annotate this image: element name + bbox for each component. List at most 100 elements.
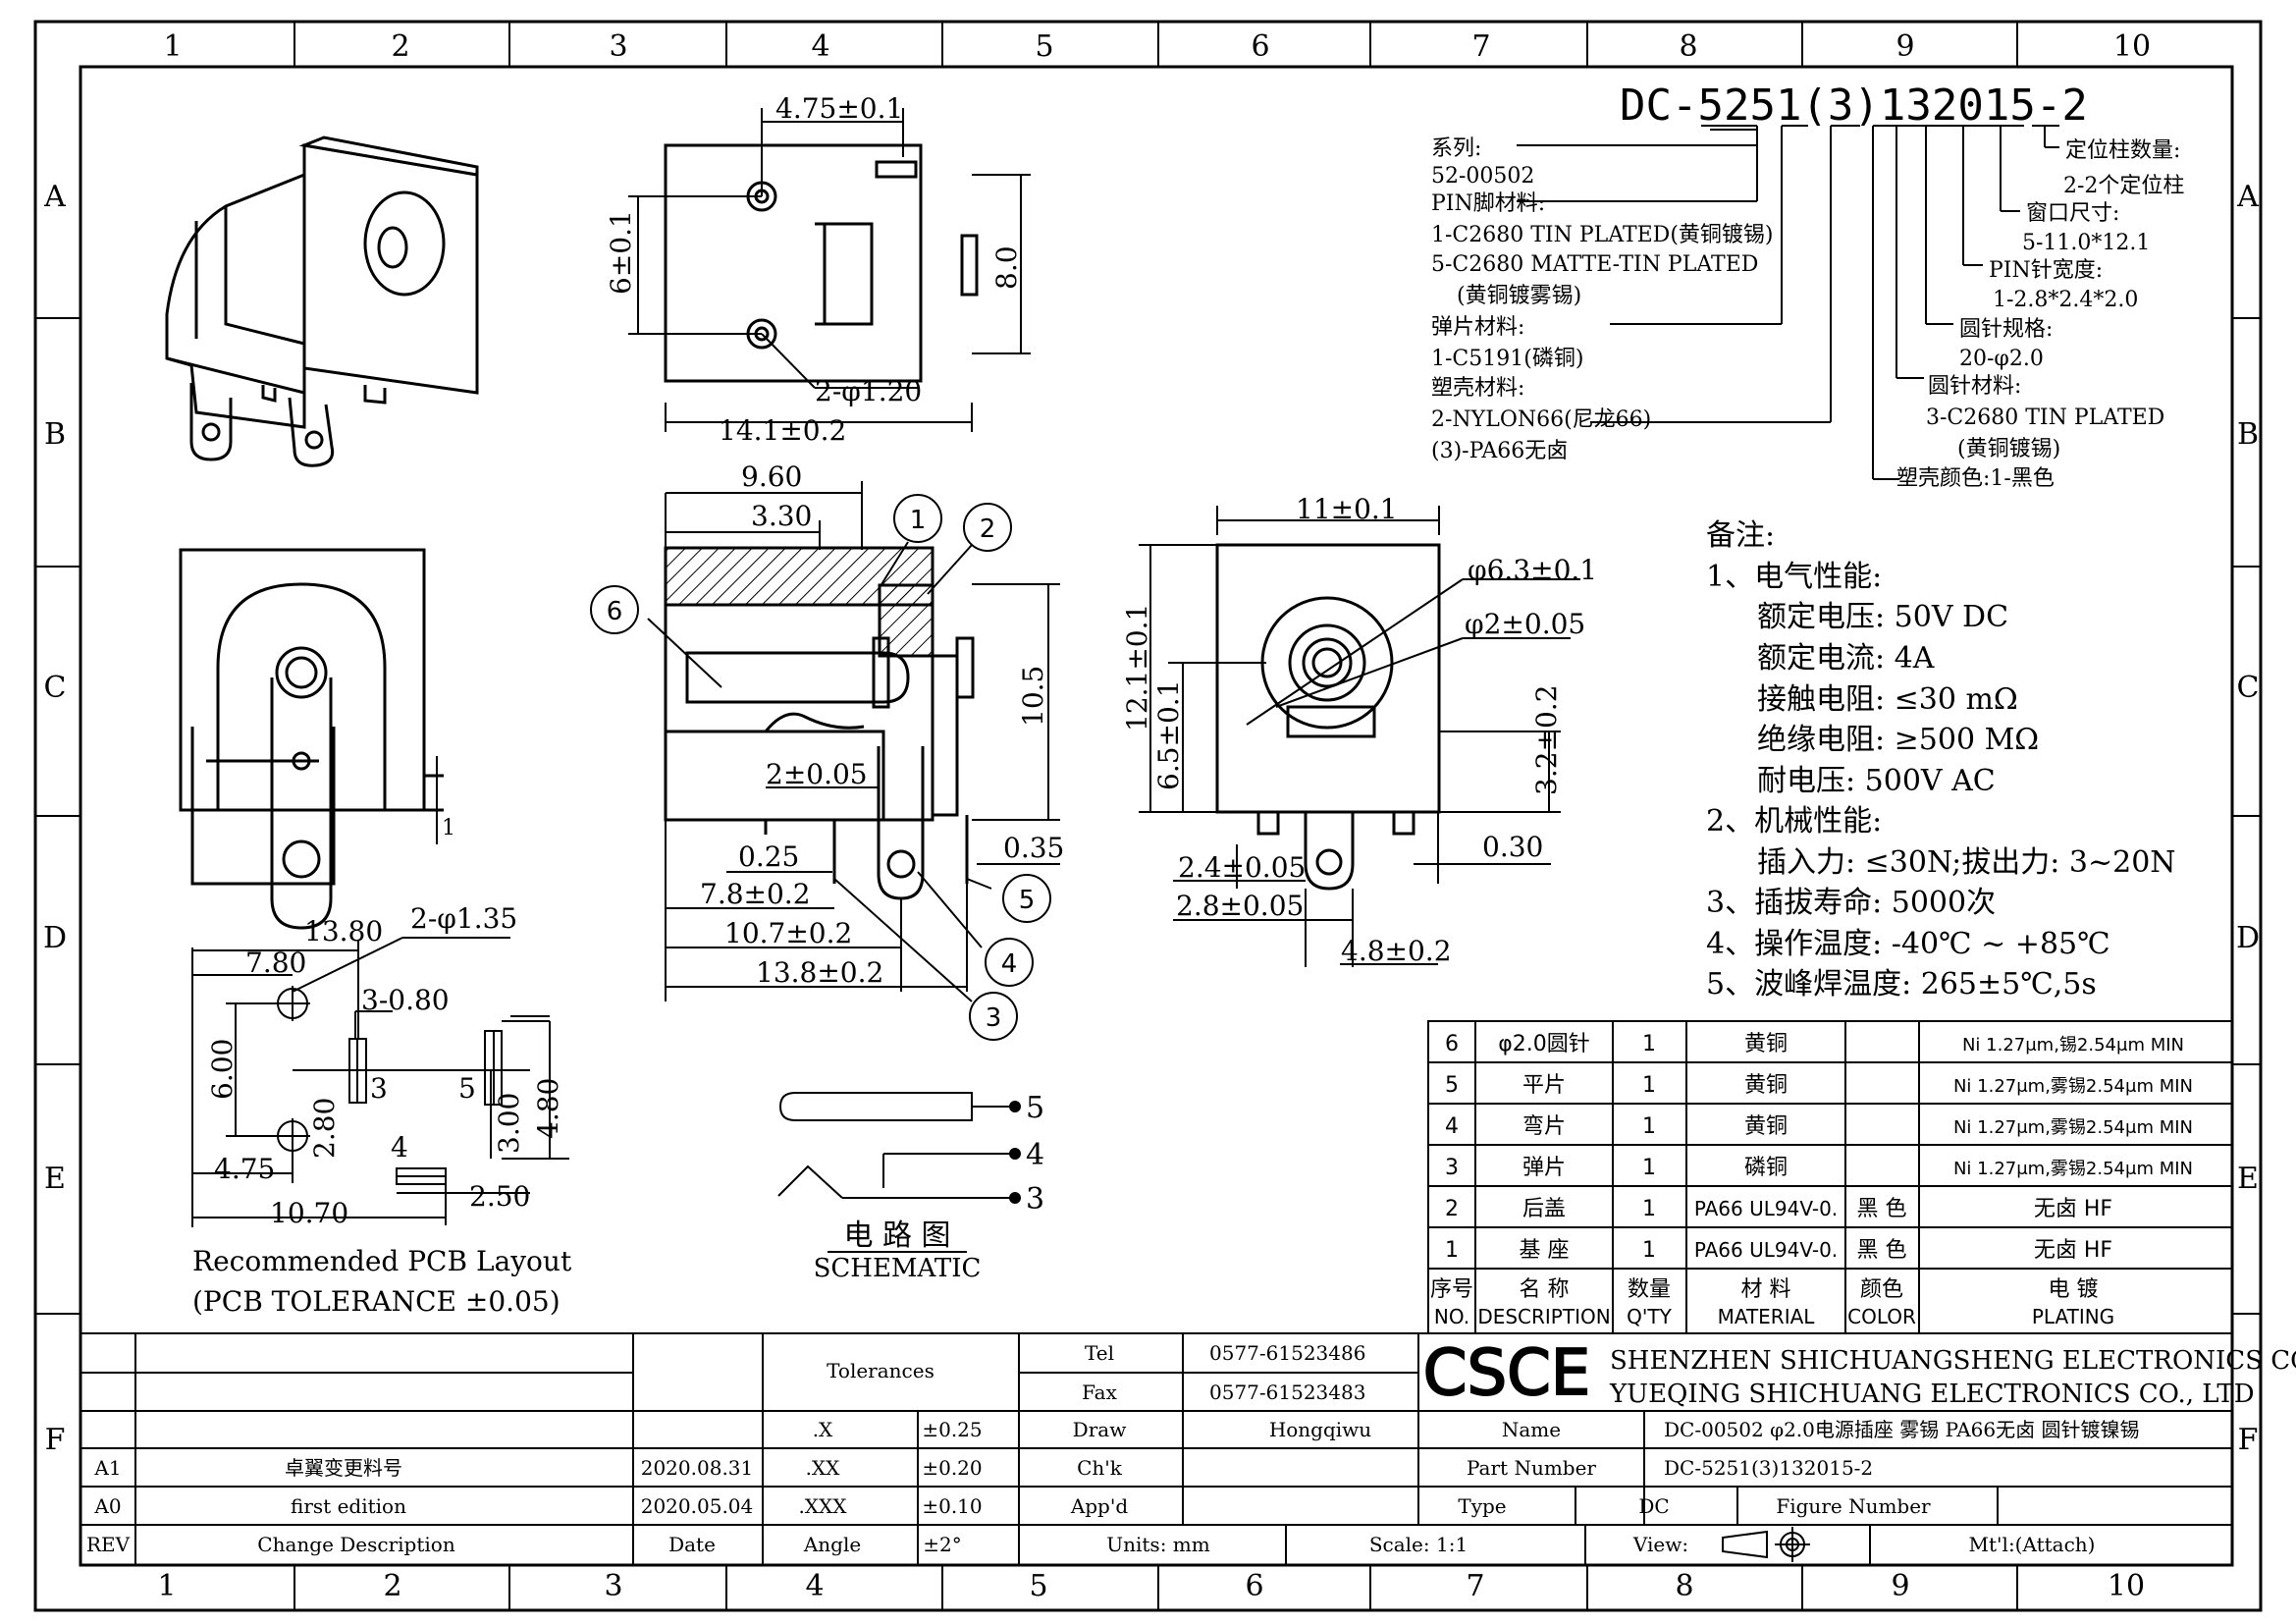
appd-label: App'd	[1070, 1494, 1129, 1518]
company-name-1: SHENZHEN SHICHUANGSHENG ELECTRONICS CO.,…	[1610, 1346, 2296, 1376]
rev-a1-date: 2020.08.31	[641, 1456, 754, 1480]
figure-label: Figure Number	[1776, 1494, 1931, 1518]
chk-label: Ch'k	[1077, 1456, 1123, 1480]
bom-header-color-en: COLOR	[1847, 1305, 1916, 1328]
partno-value: DC-5251(3)132015-2	[1664, 1456, 1873, 1480]
bom-material: PA66 UL94V-0.	[1694, 1197, 1838, 1220]
pcb-pad-3: 3	[370, 1072, 388, 1105]
balloon-2: 2	[980, 514, 996, 544]
bom-no: 3	[1445, 1156, 1459, 1180]
legend-line: PIN脚材料:	[1431, 191, 1545, 216]
col-label: 9	[1891, 1569, 1909, 1603]
third-angle-projection-icon	[1722, 1527, 1810, 1562]
dim-front-2: φ2±0.05	[1465, 608, 1585, 640]
row-label: E	[2237, 1162, 2259, 1196]
bom-desc: φ2.0圆针	[1498, 1032, 1590, 1056]
bom-qty: 1	[1642, 1156, 1656, 1180]
row-label: E	[44, 1162, 66, 1196]
rev-a1-desc: 卓翼变更料号	[285, 1456, 402, 1480]
name-value: DC-00502 φ2.0电源插座 雾锡 PA66无卤 圆针镀镍锡	[1664, 1418, 2139, 1441]
dim-side-small: 1	[442, 816, 455, 840]
dim-top-hole: 2-φ1.20	[815, 375, 922, 407]
bom-qty: 1	[1642, 1032, 1656, 1056]
type-label: Type	[1458, 1494, 1506, 1518]
dim-pcb-6.00: 6.00	[206, 1039, 239, 1100]
side-view-dims: 9.60 3.30 10.5 2±0.05 0.25 7.8±0.2 10.7±…	[700, 460, 1064, 989]
dim-pcb-2.50: 2.50	[469, 1180, 530, 1213]
legend-line: 1-C2680 TIN PLATED(黄铜镀锡)	[1431, 223, 1774, 247]
dim-front-3.2: 3.2±0.2	[1530, 684, 1563, 795]
rev-header: REV	[86, 1533, 131, 1556]
col-label: 3	[604, 1569, 622, 1603]
bom-row: 1 基 座 1 PA66 UL94V-0. 黑 色 无卤 HF	[1445, 1238, 2112, 1263]
title-block: Tolerances Tel 0577-61523486 Fax 0577-61…	[86, 1336, 2296, 1556]
bom-no: 2	[1445, 1197, 1459, 1221]
row-label: B	[2237, 417, 2259, 452]
col-label: 7	[1471, 29, 1490, 64]
rev-a0: A0	[93, 1494, 121, 1518]
note-line: 1、电气性能:	[1706, 560, 1882, 594]
legend-label: 窗口尺寸:	[2026, 201, 2119, 226]
dim-side-3.30: 3.30	[751, 500, 812, 532]
note-line: 插入力: ≤30N;拔出力: 3~20N	[1757, 845, 2176, 880]
rev-a0-date: 2020.05.04	[641, 1494, 754, 1518]
bom-header-qty: 数量	[1628, 1277, 1671, 1302]
dim-top-14.1: 14.1±0.2	[719, 414, 846, 447]
note-line: 2、机械性能:	[1706, 804, 1882, 839]
col-label: 1	[163, 29, 182, 64]
dim-pcb-4.75: 4.75	[214, 1153, 275, 1185]
legend-line: 2-NYLON66(尼龙66)	[1431, 407, 1651, 432]
legend-line: 塑壳材料:	[1431, 376, 1524, 401]
front-view	[1139, 506, 1580, 967]
col-label: 6	[1245, 1569, 1263, 1603]
company-name-2: YUEQING SHICHUANG ELECTRONICS CO., LTD	[1609, 1380, 2255, 1409]
name-label: Name	[1502, 1418, 1561, 1441]
col-label: 8	[1675, 1569, 1693, 1603]
legend-line: (黄铜镀雾锡)	[1457, 284, 1581, 308]
title-block-grid	[80, 1332, 2232, 1565]
row-label: F	[45, 1423, 66, 1457]
bom-header-no: 序号	[1430, 1277, 1473, 1302]
pcb-pad-5: 5	[458, 1072, 476, 1105]
legend-value: 3-C2680 TIN PLATED	[1926, 406, 2164, 430]
row-label: C	[44, 671, 67, 705]
col-label: 2	[383, 1569, 401, 1603]
bom-no: 1	[1445, 1238, 1459, 1263]
tol-xxx-value: ±0.10	[922, 1494, 982, 1518]
legend-value: 5-11.0*12.1	[2022, 231, 2150, 255]
note-line: 耐电压: 500V AC	[1757, 764, 1996, 798]
bom-plating: Ni 1.27μm,雾锡2.54μm MIN	[1953, 1117, 2193, 1138]
tol-xx: .XX	[806, 1456, 841, 1480]
col-label: 4	[805, 1569, 824, 1603]
tol-xx-value: ±0.20	[922, 1456, 982, 1480]
dim-front-6.3: φ6.3±0.1	[1468, 554, 1597, 586]
bom-row: 6 φ2.0圆针 1 黄铜 Ni 1.27μm,锡2.54μm MIN	[1445, 1032, 2184, 1056]
dim-pcb-13.80: 13.80	[304, 915, 383, 947]
balloons: 1 2 3 4 5 6	[590, 494, 1051, 1041]
row-label: B	[44, 417, 66, 452]
units: Units: mm	[1106, 1533, 1209, 1556]
bom-color: 黑 色	[1857, 1238, 1907, 1263]
bom-rows: 6 φ2.0圆针 1 黄铜 Ni 1.27μm,锡2.54μm MIN 5 平片…	[1430, 1032, 2193, 1328]
note-line: 4、操作温度: -40℃ ~ +85℃	[1706, 927, 2110, 961]
rev-a0-desc: first edition	[291, 1494, 406, 1518]
col-label: 5	[1035, 29, 1053, 64]
tel-label: Tel	[1085, 1341, 1114, 1365]
tol-angle: Angle	[803, 1533, 861, 1556]
legend-value: (黄铜镀锡)	[1957, 437, 2060, 461]
dim-pcb-4.80: 4.80	[532, 1078, 564, 1139]
legend-line: 系列:	[1431, 136, 1481, 161]
bom-no: 5	[1445, 1073, 1459, 1098]
col-label: 5	[1029, 1569, 1047, 1603]
bom-desc: 平片	[1522, 1073, 1566, 1098]
dim-side-9.60: 9.60	[741, 460, 802, 493]
dim-side-0.35: 0.35	[1003, 832, 1064, 864]
dim-front-12.1: 12.1±0.1	[1121, 604, 1153, 731]
dim-pcb-7.80: 7.80	[245, 947, 306, 979]
legend-line: 5-C2680 MATTE-TIN PLATED	[1431, 252, 1758, 277]
draw-value: Hongqiwu	[1269, 1418, 1371, 1441]
rev-a1: A1	[93, 1456, 121, 1480]
company-logo: CSCE	[1423, 1337, 1590, 1410]
bom-desc: 基 座	[1520, 1238, 1570, 1263]
